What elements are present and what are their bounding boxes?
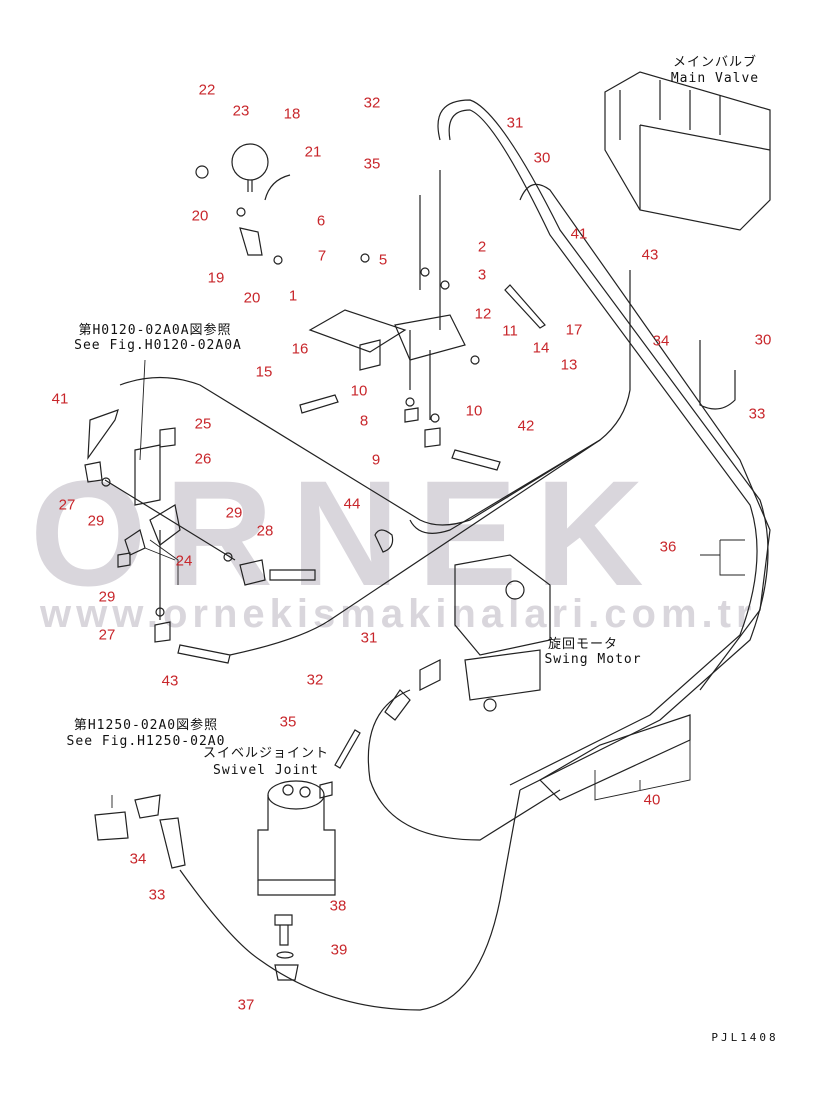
callout-number: 2 — [477, 238, 487, 256]
callout-number: 23 — [232, 102, 250, 120]
callout-number: 27 — [58, 496, 76, 514]
callout-number: 35 — [363, 155, 381, 173]
callout-number: 29 — [98, 588, 116, 606]
callout-number: 41 — [51, 390, 69, 408]
swivel-joint-label-en: Swivel Joint — [213, 763, 319, 778]
callout-number: 20 — [243, 289, 261, 307]
accumulator-drawing — [195, 143, 291, 265]
callout-number: 42 — [517, 417, 535, 435]
callout-number: 30 — [533, 149, 551, 167]
callout-number: 22 — [198, 81, 216, 99]
callout-number: 16 — [291, 340, 309, 358]
main-valve-label-en: Main Valve — [670, 71, 760, 86]
callout-number: 19 — [207, 269, 225, 287]
callout-number: 43 — [161, 672, 179, 690]
callout-number: 27 — [98, 626, 116, 644]
callout-number: 43 — [641, 246, 659, 264]
lower-solenoid-drawing — [94, 794, 186, 869]
callout-number: 39 — [330, 941, 348, 959]
callout-number: 15 — [255, 363, 273, 381]
callout-number: 18 — [283, 105, 301, 123]
ref2-label-jp: 第H1250-02A0図参照 — [73, 718, 219, 733]
ref2-label-en: See Fig.H1250-02A0 — [66, 734, 226, 749]
callout-number: 36 — [659, 538, 677, 556]
callout-number: 26 — [194, 450, 212, 468]
swing-motor-label-jp: 旋回モータ — [547, 637, 619, 652]
callout-number: 13 — [560, 356, 578, 374]
callout-number: 9 — [371, 451, 381, 469]
callout-number: 32 — [306, 671, 324, 689]
ref1-label-jp: 第H0120-02A0A図参照 — [78, 323, 232, 338]
callout-number: 33 — [148, 886, 166, 904]
left-bracket-parts — [84, 409, 394, 664]
callout-number: 37 — [237, 996, 255, 1014]
callout-number: 29 — [87, 512, 105, 530]
callout-number: 21 — [304, 143, 322, 161]
main-valve-drawing — [604, 71, 771, 231]
callout-number: 10 — [465, 402, 483, 420]
callout-number: 32 — [363, 94, 381, 112]
callout-number: 29 — [225, 504, 243, 522]
main-valve-label-jp: メインバルブ — [672, 55, 758, 70]
callout-number: 40 — [643, 791, 661, 809]
drawing-id: PJL1408 — [711, 1031, 779, 1044]
callout-number: 41 — [570, 225, 588, 243]
callout-number: 14 — [532, 339, 550, 357]
watermark-url: www.ornekismakinalari.com.tr — [40, 592, 757, 636]
callout-number: 25 — [194, 415, 212, 433]
swivel-joint-label-jp: スイベルジョイント — [202, 746, 330, 761]
callout-number: 3 — [477, 266, 487, 284]
callout-number: 8 — [359, 412, 369, 430]
callout-number: 12 — [474, 305, 492, 323]
swing-motor-drawing — [384, 554, 551, 721]
callout-number: 1 — [288, 287, 298, 305]
callout-number: 17 — [565, 321, 583, 339]
callout-number: 44 — [343, 495, 361, 513]
callout-number: 30 — [754, 331, 772, 349]
leader-lines — [111, 359, 745, 808]
callout-number: 35 — [279, 713, 297, 731]
ref1-label-en: See Fig.H0120-02A0A — [74, 338, 242, 353]
callout-number: 31 — [360, 629, 378, 647]
swivel-joint-drawing — [257, 729, 361, 981]
watermark-logo: ORNEK — [30, 449, 662, 617]
callout-number: 38 — [329, 897, 347, 915]
callout-number: 20 — [191, 207, 209, 225]
callout-number: 31 — [506, 114, 524, 132]
callout-number: 7 — [317, 247, 327, 265]
swing-motor-label-en: Swing Motor — [544, 652, 642, 667]
callout-number: 34 — [652, 332, 670, 350]
callout-number: 28 — [256, 522, 274, 540]
callout-number: 24 — [175, 552, 193, 570]
callout-number: 33 — [748, 405, 766, 423]
callout-number: 10 — [350, 382, 368, 400]
solenoid-valve-block — [299, 170, 546, 471]
callout-number: 5 — [378, 251, 388, 269]
callout-number: 6 — [316, 212, 326, 230]
callout-number: 11 — [502, 322, 518, 340]
callout-number: 34 — [129, 850, 147, 868]
